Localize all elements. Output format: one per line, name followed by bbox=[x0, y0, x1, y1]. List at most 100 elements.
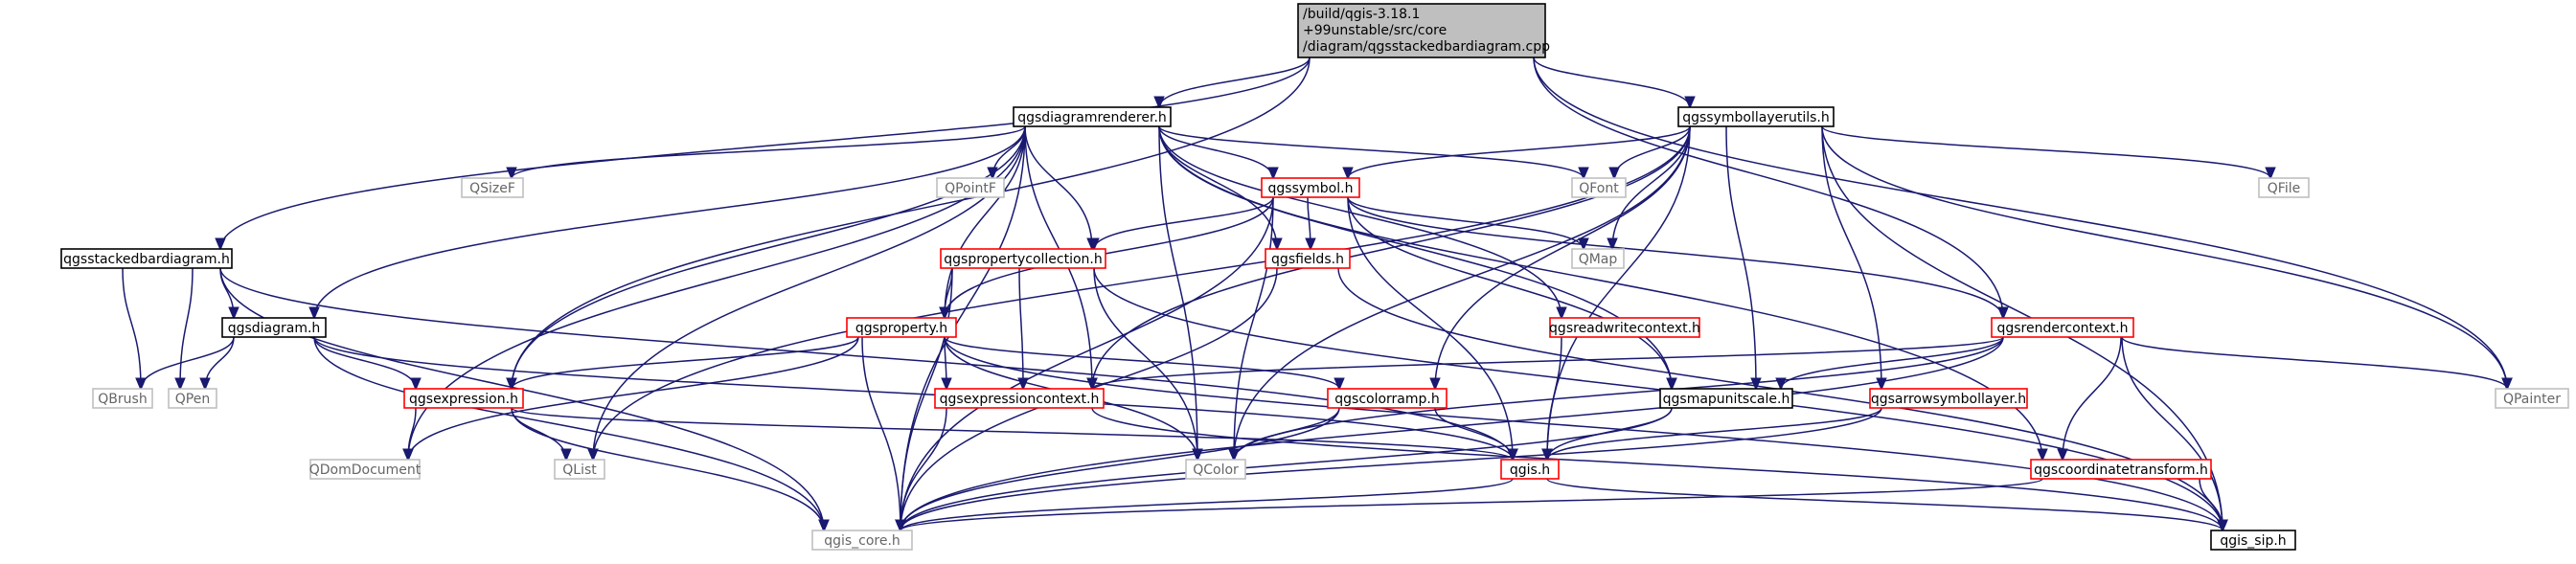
node-box-QMap bbox=[1571, 248, 1625, 269]
edge-qgsdiagramrenderer-to-qgspropertycollection bbox=[1024, 125, 1092, 249]
edge-qgsrendercontext-to-qgis_sip bbox=[2121, 336, 2223, 530]
node-box-QColor bbox=[1185, 459, 1246, 480]
node-QPen: QPen bbox=[168, 388, 217, 409]
node-label-root-line-1: +99unstable/src/core bbox=[1303, 23, 1447, 38]
node-label-qgsarrowsymbollayer: qgsarrowsymbollayer.h bbox=[1871, 392, 2026, 407]
edge-qgsdiagram-to-qgis bbox=[313, 336, 1513, 460]
node-qgis[interactable]: qgis.h bbox=[1500, 459, 1560, 480]
node-label-QList: QList bbox=[562, 462, 597, 478]
node-label-qgsdiagramrenderer: qgsdiagramrenderer.h bbox=[1017, 110, 1167, 125]
edge-qgsdiagramrenderer-to-qgsreadwritecontext bbox=[1158, 125, 1562, 318]
edge-qgsdiagram-to-QPen bbox=[205, 336, 235, 389]
edge-qgsdiagramrenderer-to-qgsproperty bbox=[945, 125, 1026, 318]
node-box-qgsstackedbardiagram bbox=[60, 248, 233, 269]
node-qgsrendercontext[interactable]: qgsrendercontext.h bbox=[1991, 317, 2134, 338]
edge-qgsdiagramrenderer-to-qgssymbol bbox=[1158, 125, 1273, 178]
node-label-QDomDocument: QDomDocument bbox=[309, 462, 422, 478]
node-label-QColor: QColor bbox=[1193, 462, 1239, 478]
edge-qgsproperty-to-qgis_core bbox=[861, 336, 900, 530]
edge-qgsdiagramrenderer-to-QList bbox=[593, 125, 1026, 460]
edge-qgsdiagramrenderer-to-QDomDocument bbox=[408, 125, 1026, 460]
edge-qgsexpression-to-qgis bbox=[511, 407, 1513, 460]
node-qgssymbollayerutils[interactable]: qgssymbollayerutils.h bbox=[1677, 106, 1835, 127]
edge-qgsmapunitscale-to-qgis_core bbox=[900, 407, 1673, 530]
edge-qgsdiagramrenderer-to-qgsexpressioncontext bbox=[1024, 125, 1092, 389]
node-label-qgscolorramp: qgscolorramp.h bbox=[1334, 392, 1439, 407]
edge-qgssymbollayerutils-to-qgsexpressioncontext bbox=[1092, 125, 1691, 389]
edge-qgssymbol-to-qgsfields bbox=[1308, 196, 1311, 249]
node-box-qgsexpressioncontext bbox=[934, 388, 1105, 409]
node-box-qgscoordinatetransform bbox=[2030, 459, 2212, 480]
nodes-layer: /build/qgis-3.18.1+99unstable/src/core/d… bbox=[60, 3, 2569, 551]
edge-qgsmapunitscale-to-qgis bbox=[1547, 407, 1673, 460]
edge-qgssymbol-to-QColor bbox=[1234, 196, 1274, 460]
node-label-qgsdiagram: qgsdiagram.h bbox=[228, 321, 321, 336]
node-box-QDomDocument bbox=[309, 459, 421, 480]
edge-qgssymbol-to-qgsproperty bbox=[945, 196, 1274, 318]
node-qgsdiagram[interactable]: qgsdiagram.h bbox=[221, 317, 327, 338]
node-box-qgis_core bbox=[811, 530, 913, 551]
node-box-qgsproperty bbox=[846, 317, 957, 338]
node-label-qgsproperty: qgsproperty.h bbox=[855, 321, 947, 336]
edge-qgscoordinatetransform-to-qgis_core bbox=[900, 478, 2043, 530]
node-box-QSizeF bbox=[461, 177, 524, 198]
edge-qgscolorramp-to-qgis bbox=[1434, 407, 1513, 460]
node-root[interactable]: /build/qgis-3.18.1+99unstable/src/core/d… bbox=[1297, 3, 1550, 58]
edge-qgssymbollayerutils-to-QPainter bbox=[1821, 125, 2507, 389]
node-label-QMap: QMap bbox=[1579, 252, 1618, 267]
edge-qgssymbol-to-qgspropertycollection bbox=[1094, 196, 1274, 249]
edge-qgsproperty-to-qgsexpressioncontext bbox=[945, 336, 946, 389]
node-qgsstackedbardiagram[interactable]: qgsstackedbardiagram.h bbox=[60, 248, 233, 269]
node-box-qgsreadwritecontext bbox=[1549, 317, 1700, 338]
node-qgscolorramp[interactable]: qgscolorramp.h bbox=[1327, 388, 1448, 409]
edge-qgsstackedbardiagram-to-qgsdiagram bbox=[219, 267, 234, 318]
edge-qgssymbollayerutils-to-QMap bbox=[1612, 125, 1691, 249]
edge-qgsdiagramrenderer-to-QSizeF bbox=[512, 125, 1026, 178]
edge-qgsproperty-to-qgis_sip bbox=[944, 336, 2223, 530]
edge-qgssymbollayerutils-to-qgscolorramp bbox=[1435, 125, 1691, 389]
node-qgsexpressioncontext[interactable]: qgsexpressioncontext.h bbox=[934, 388, 1105, 409]
node-label-qgsfields: qgsfields.h bbox=[1271, 252, 1344, 267]
edge-qgscoordinatetransform-to-qgis_sip bbox=[2199, 478, 2223, 530]
node-qgsreadwritecontext[interactable]: qgsreadwritecontext.h bbox=[1549, 317, 1700, 338]
edge-root-to-qgsrendercontext bbox=[1533, 56, 2003, 318]
node-box-qgis_sip bbox=[2210, 530, 2296, 551]
edge-qgsstackedbardiagram-to-QPen bbox=[180, 267, 194, 389]
node-qgscoordinatetransform[interactable]: qgscoordinatetransform.h bbox=[2030, 459, 2212, 480]
node-label-qgsexpression: qgsexpression.h bbox=[409, 392, 518, 407]
node-label-QBrush: QBrush bbox=[98, 392, 147, 407]
node-box-QBrush bbox=[92, 388, 153, 409]
edge-qgspropertycollection-to-QColor bbox=[1093, 267, 1197, 460]
node-QFile: QFile bbox=[2258, 177, 2310, 198]
node-box-QPainter bbox=[2495, 388, 2569, 409]
node-label-qgssymbol: qgssymbol.h bbox=[1268, 181, 1354, 196]
edge-qgssymbollayerutils-to-qgssymbol bbox=[1348, 125, 1691, 178]
node-qgspropertycollection[interactable]: qgspropertycollection.h bbox=[940, 248, 1106, 269]
node-label-root-line-2: /diagram/qgsstackedbardiagram.cpp bbox=[1303, 39, 1550, 55]
node-qgsfields[interactable]: qgsfields.h bbox=[1265, 248, 1351, 269]
edge-qgsarrowsymbollayer-to-qgis bbox=[1547, 407, 1882, 460]
node-box-qgscolorramp bbox=[1327, 388, 1448, 409]
node-box-qgsexpression bbox=[403, 388, 524, 409]
edge-qgssymbollayerutils-to-QFile bbox=[1821, 125, 2270, 178]
node-label-qgscoordinatetransform: qgscoordinatetransform.h bbox=[2034, 462, 2208, 478]
node-qgsexpression[interactable]: qgsexpression.h bbox=[403, 388, 524, 409]
node-qgis_sip[interactable]: qgis_sip.h bbox=[2210, 530, 2296, 551]
edge-qgsarrowsymbollayer-to-qgis_core bbox=[900, 407, 1882, 530]
edge-qgis-to-qgis_sip bbox=[1546, 478, 2223, 530]
node-qgsarrowsymbollayer[interactable]: qgsarrowsymbollayer.h bbox=[1869, 388, 2028, 409]
node-qgsproperty[interactable]: qgsproperty.h bbox=[846, 317, 957, 338]
edge-qgsdiagram-to-qgis_core bbox=[313, 336, 824, 530]
node-box-qgsfields bbox=[1265, 248, 1351, 269]
node-box-qgsmapunitscale bbox=[1659, 388, 1793, 409]
edge-qgsdiagramrenderer-to-QFont bbox=[1158, 125, 1584, 178]
edge-qgsproperty-to-QDomDocument bbox=[408, 336, 859, 460]
node-qgsmapunitscale[interactable]: qgsmapunitscale.h bbox=[1659, 388, 1793, 409]
node-qgssymbol[interactable]: qgssymbol.h bbox=[1261, 177, 1360, 198]
edge-qgsdiagramrenderer-to-qgsdiagram bbox=[314, 125, 1026, 318]
node-box-qgsdiagram bbox=[221, 317, 327, 338]
node-qgsdiagramrenderer[interactable]: qgsdiagramrenderer.h bbox=[1013, 106, 1172, 127]
edge-qgsdiagramrenderer-to-QColor bbox=[1158, 125, 1197, 460]
edge-qgsstackedbardiagram-to-qgis bbox=[219, 267, 1513, 460]
edge-root-to-qgsexpression bbox=[512, 56, 1311, 389]
